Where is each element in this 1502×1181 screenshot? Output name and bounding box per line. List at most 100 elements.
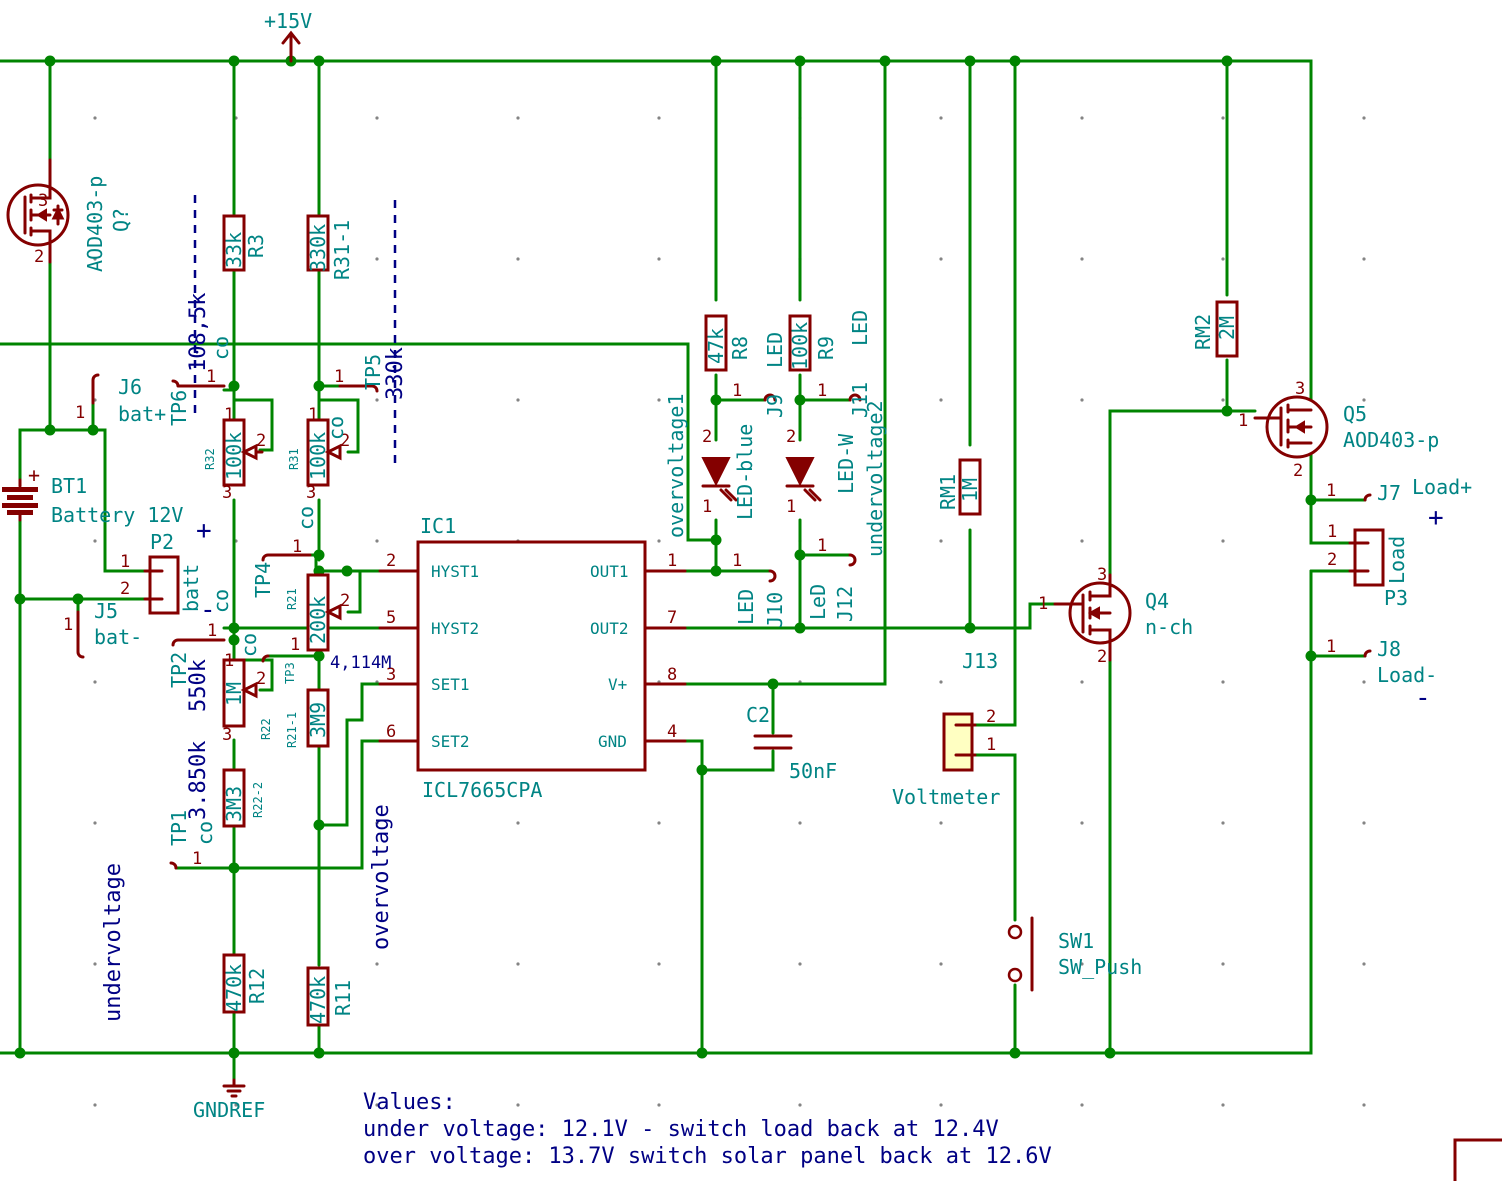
j7-pin1: 1 — [1326, 481, 1336, 501]
plus-mark-load: + — [1428, 503, 1444, 533]
mosfet-q5: 1 3 2 Q5 AOD403-p — [1238, 379, 1439, 481]
q5-pin1: 1 — [1238, 411, 1248, 431]
p2-pin2: 2 — [120, 579, 130, 599]
j11-ref: J11 — [848, 382, 872, 418]
grid-dot — [657, 398, 661, 402]
connector-j13: J13 — [962, 649, 998, 673]
resistor-r8: 47k R8 — [704, 314, 752, 372]
q4-pin2: 2 — [1097, 647, 1107, 667]
r3-value: 33k — [222, 232, 246, 268]
note-under-voltage: under voltage: 12.1V - switch load back … — [363, 1117, 999, 1142]
grid-dot — [1080, 821, 1084, 825]
potentiometer-r21: 200k R21 2 — [285, 573, 350, 652]
j11-value: LED — [848, 310, 872, 346]
grid-dot — [375, 257, 379, 261]
ic1-pin-name: V+ — [608, 675, 627, 694]
tp2-value: co — [209, 589, 233, 613]
c2-ref: C2 — [746, 703, 770, 727]
r22-value: 1M — [222, 682, 246, 706]
net-labels: overvoltage undervoltage overvoltage1 un… — [101, 394, 887, 1023]
ic1-pin-num: 5 — [386, 608, 396, 628]
grid-dot — [516, 962, 520, 966]
r31-pin1: 1 — [308, 405, 318, 425]
grid-dot — [939, 539, 943, 543]
grid-dot — [1080, 962, 1084, 966]
testpoints: 1 TP6 1 TP5 1 TP4 1 TP2 1 TP3 1 TP1 co c… — [167, 336, 385, 870]
r8-ref: R8 — [728, 336, 752, 360]
grid-dot — [1362, 680, 1366, 684]
r32-pin2: 2 — [256, 431, 266, 451]
ic1-pin-name: OUT2 — [590, 619, 629, 638]
r12-value: 470k — [222, 964, 246, 1012]
sw1-ref: SW1 — [1058, 929, 1094, 953]
dim-3850k: 3.850k — [186, 741, 211, 820]
tp4-pin1: 1 — [292, 537, 302, 557]
grid-dots — [93, 116, 1366, 1107]
dim-550k: 550k — [186, 659, 211, 712]
grid-dot — [1080, 116, 1084, 120]
bt1-value: Battery 12V — [51, 503, 183, 527]
voltmeter-label: Voltmeter — [892, 785, 1000, 809]
grid-dot — [657, 257, 661, 261]
ic1-pin-num: 7 — [667, 608, 677, 628]
led-blue-pin1: 1 — [702, 497, 712, 517]
grid-dot — [516, 257, 520, 261]
r21-value: 200k — [306, 596, 330, 644]
voltmeter: 2 1 Voltmeter — [892, 707, 1000, 809]
r21-ref: R21 — [285, 588, 299, 610]
c2-value: 50nF — [789, 759, 837, 783]
voltmeter-pin1: 1 — [986, 735, 996, 755]
r12-ref: R12 — [245, 968, 269, 1004]
led-w-pin2: 2 — [786, 427, 796, 447]
j7-value: Load+ — [1412, 475, 1472, 499]
grid-dot — [375, 539, 379, 543]
resistor-r12: 470k R12 — [222, 953, 269, 1014]
tp1-ref: TP1 — [167, 810, 191, 846]
ic1-pin-name: OUT1 — [590, 562, 629, 581]
j12-ref: J12 — [833, 586, 857, 622]
r31-pin2: 2 — [340, 431, 350, 451]
net-undervoltage: undervoltage — [101, 863, 126, 1022]
voltmeter-pin2: 2 — [986, 707, 996, 727]
tp6-ref: TP6 — [167, 390, 191, 426]
tp3-pin1: 1 — [290, 635, 300, 655]
resistor-r11: 470k R11 — [306, 966, 355, 1027]
grid-dot — [93, 1103, 97, 1107]
resistor-r9: 100k R9 — [788, 314, 838, 372]
battery-bt1: + BT1 Battery 12V — [2, 463, 183, 527]
r32-pin1: 1 — [224, 405, 234, 425]
connector-j5: 1 J5 bat- — [63, 599, 142, 659]
net-overvoltage: overvoltage — [369, 804, 394, 950]
grid-dot — [1221, 821, 1225, 825]
p2-ref: P2 — [150, 530, 174, 554]
j10-pin1: 1 — [732, 551, 742, 571]
led-blue: 2 1 LED-blue — [701, 424, 757, 520]
grid-dot — [1080, 1103, 1084, 1107]
grid-dot — [657, 539, 661, 543]
tp3-value: co — [237, 633, 261, 657]
resistor-rm2: 2M RM2 — [1191, 300, 1239, 358]
bt1-ref: BT1 — [51, 474, 87, 498]
tp1-pin1: 1 — [192, 849, 202, 869]
tp5-pin1: 1 — [334, 367, 344, 387]
tp6-pin1: 1 — [206, 367, 216, 387]
dim-108k: 108,5k — [186, 293, 211, 372]
q-unknown-value: AOD403-p — [83, 176, 107, 272]
r9-ref: R9 — [814, 336, 838, 360]
grid-dot — [93, 821, 97, 825]
j12-value: LeD — [806, 584, 830, 620]
grid-dot — [375, 116, 379, 120]
r22-ref: R22 — [259, 718, 273, 740]
r32-value: 100k — [222, 432, 246, 480]
grid-dot — [1080, 539, 1084, 543]
note-title: Values: — [363, 1090, 456, 1115]
tp6-value: co — [209, 336, 233, 360]
connector-p3: 1 2 P3 Load — [1327, 522, 1409, 610]
j11-pin1: 1 — [817, 381, 827, 401]
j8-value: Load- — [1377, 663, 1437, 687]
grid-dot — [657, 821, 661, 825]
grid-dot — [657, 116, 661, 120]
grid-dot — [1362, 962, 1366, 966]
sw1-value: SW_Push — [1058, 955, 1142, 979]
